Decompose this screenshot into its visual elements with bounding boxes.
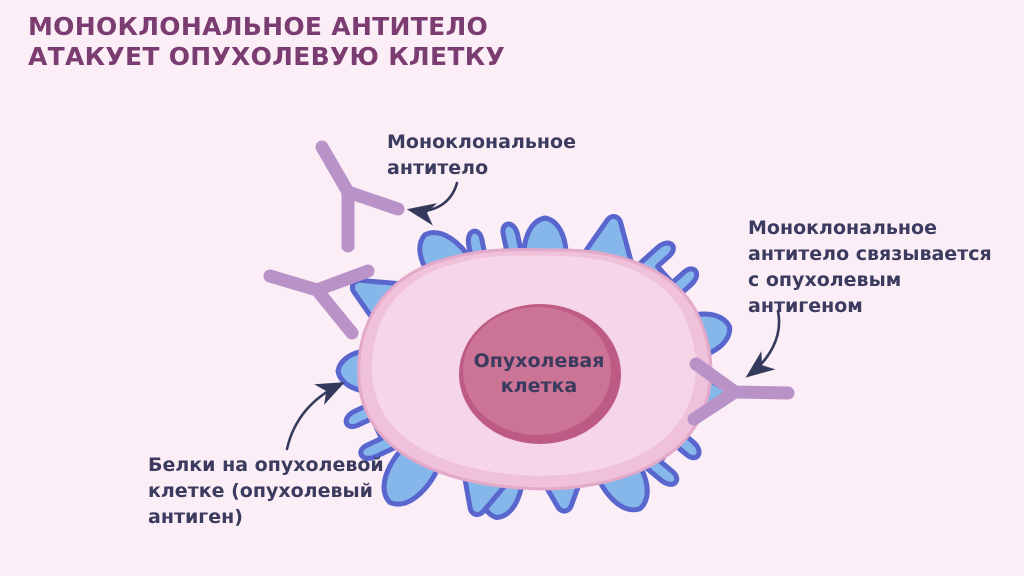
free-antibody-icon (315, 140, 405, 253)
antigen-label-line2: клетке (опухолевый (148, 480, 373, 502)
tumor-cell-body (357, 248, 713, 491)
binding-label-line3: с опухолевым (748, 269, 902, 291)
antibody-label-line1: Моноклональное (387, 131, 576, 153)
tumor-cell-label-line1: Опухолевая (473, 350, 605, 372)
page-title: МОНОКЛОНАЛЬНОЕ АНТИТЕЛО АТАКУЕТ ОПУХОЛЕВ… (28, 12, 505, 72)
binding-label-line4: антигеном (748, 295, 863, 317)
antibody-label-line2: антитело (387, 157, 489, 179)
antigen-label: Белки на опухолевой клетке (опухолевый а… (148, 452, 384, 530)
nucleus (463, 307, 611, 435)
tumor-cell-label-line2: клетка (500, 375, 578, 397)
binding-label: Моноклональное антитело связывается с оп… (748, 215, 992, 319)
tumor-cell-label: Опухолевая клетка (474, 349, 605, 399)
page-title-line2: АТАКУЕТ ОПУХОЛЕВУЮ КЛЕТКУ (28, 42, 506, 71)
antibody-label: Моноклональное антитело (387, 129, 576, 181)
antibodies (263, 140, 795, 426)
bound-antibody-icon (687, 357, 795, 426)
antigen-label-line1: Белки на опухолевой (148, 454, 384, 476)
binding-label-line1: Моноклональное (748, 217, 937, 239)
binding-label-line2: антитело связывается (748, 243, 992, 265)
annotation-arrows (285, 181, 781, 451)
page-title-line1: МОНОКЛОНАЛЬНОЕ АНТИТЕЛО (28, 12, 489, 41)
arrow-to-antibody-icon (406, 181, 459, 226)
free-antibody-icon (263, 264, 375, 340)
arrow-to-antigen-icon (285, 382, 345, 451)
arrow-to-bound-antibody-icon (745, 309, 781, 378)
antigen-label-line3: антиген) (148, 506, 243, 528)
